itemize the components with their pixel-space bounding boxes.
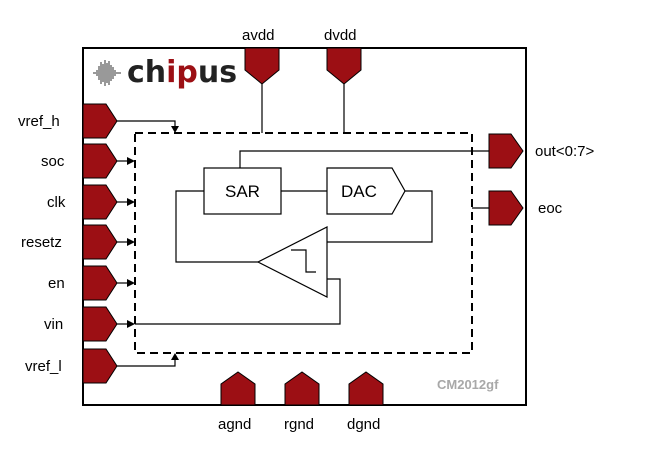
bottom-pins (220, 371, 384, 406)
svg-text:chipus: chipus (127, 55, 237, 90)
wire-comp-sar (175, 190, 258, 263)
label-resetz: resetz (21, 234, 62, 251)
left-pin-wires (117, 120, 179, 367)
label-dvdd: dvdd (324, 27, 357, 44)
logo-text-c: us (198, 55, 237, 90)
wire-dac-comp (327, 190, 433, 243)
label-eoc: eoc (538, 200, 563, 217)
comparator (256, 226, 328, 298)
label-avdd: avdd (242, 27, 275, 44)
comparator-hysteresis-icon (291, 249, 316, 273)
pin-dvdd (326, 47, 362, 85)
pin-eoc (488, 190, 524, 226)
chipus-logo: chipus (93, 55, 237, 90)
pin-vref_h (82, 103, 118, 139)
dac-block (326, 167, 406, 215)
sar-label: SAR (225, 182, 260, 201)
chip-outline (82, 47, 527, 406)
top-pins (244, 47, 362, 133)
logo-text-a: ch (127, 55, 166, 90)
part-number: CM2012gf (437, 377, 499, 392)
right-pins (488, 133, 524, 226)
label-dgnd: dgnd (347, 416, 380, 433)
pin-en (82, 265, 118, 301)
wire-sar-out (239, 150, 489, 168)
pin-avdd (244, 47, 280, 85)
label-vref_l: vref_l (25, 358, 62, 375)
pin-agnd (220, 371, 256, 406)
pin-dgnd (348, 371, 384, 406)
waveform-icon (93, 60, 121, 86)
label-rgnd: rgnd (284, 416, 314, 433)
pin-vin (82, 306, 118, 342)
label-agnd: agnd (218, 416, 251, 433)
dac-label: DAC (341, 182, 377, 201)
pin-out (488, 133, 524, 169)
pin-resetz (82, 224, 118, 260)
label-clk: clk (47, 194, 66, 211)
wire-vin-comp (135, 278, 341, 325)
pin-vref_l (82, 348, 118, 384)
label-en: en (48, 275, 65, 292)
label-out: out<0:7> (535, 143, 594, 160)
pin-soc (82, 143, 118, 179)
label-soc: soc (41, 153, 65, 170)
logo-text-b: ip (166, 55, 198, 90)
pin-rgnd (284, 371, 320, 406)
label-vref_h: vref_h (18, 113, 60, 130)
left-pins (82, 103, 118, 384)
label-vin: vin (44, 316, 63, 333)
pin-clk (82, 184, 118, 220)
core-boundary (134, 132, 473, 354)
